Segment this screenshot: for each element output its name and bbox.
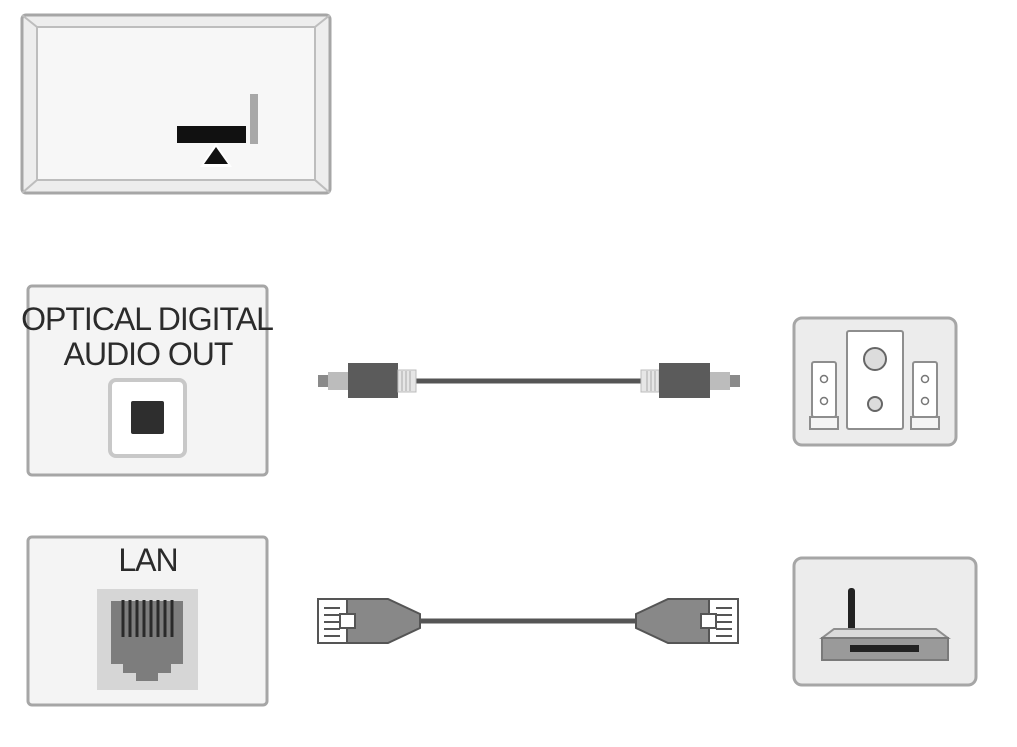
lan-connector-left (317, 598, 421, 644)
tv-back-icon (20, 13, 332, 195)
speaker-system-icon (792, 316, 958, 447)
optical-connector-right (640, 363, 740, 398)
optical-port-panel: OPTICAL DIGITAL AUDIO OUT (21, 284, 274, 477)
optical-label-line1: OPTICAL DIGITAL (21, 301, 273, 337)
antenna-icon (848, 588, 855, 636)
router-icon (792, 556, 978, 687)
right-speaker-icon (910, 361, 940, 430)
lan-connector-right (635, 598, 739, 644)
left-speaker-icon (809, 361, 839, 430)
optical-connector-left (318, 363, 417, 398)
ethernet-port-icon (97, 589, 198, 690)
optical-cable-icon (318, 363, 740, 398)
subwoofer-icon (846, 330, 904, 430)
optical-label-line2: AUDIO OUT (64, 336, 233, 372)
optical-port-icon (108, 378, 187, 458)
lan-port-panel: LAN (26, 535, 269, 707)
port-location-marker (177, 94, 258, 167)
lan-label: LAN (118, 542, 177, 578)
lan-cable-icon (317, 598, 739, 644)
